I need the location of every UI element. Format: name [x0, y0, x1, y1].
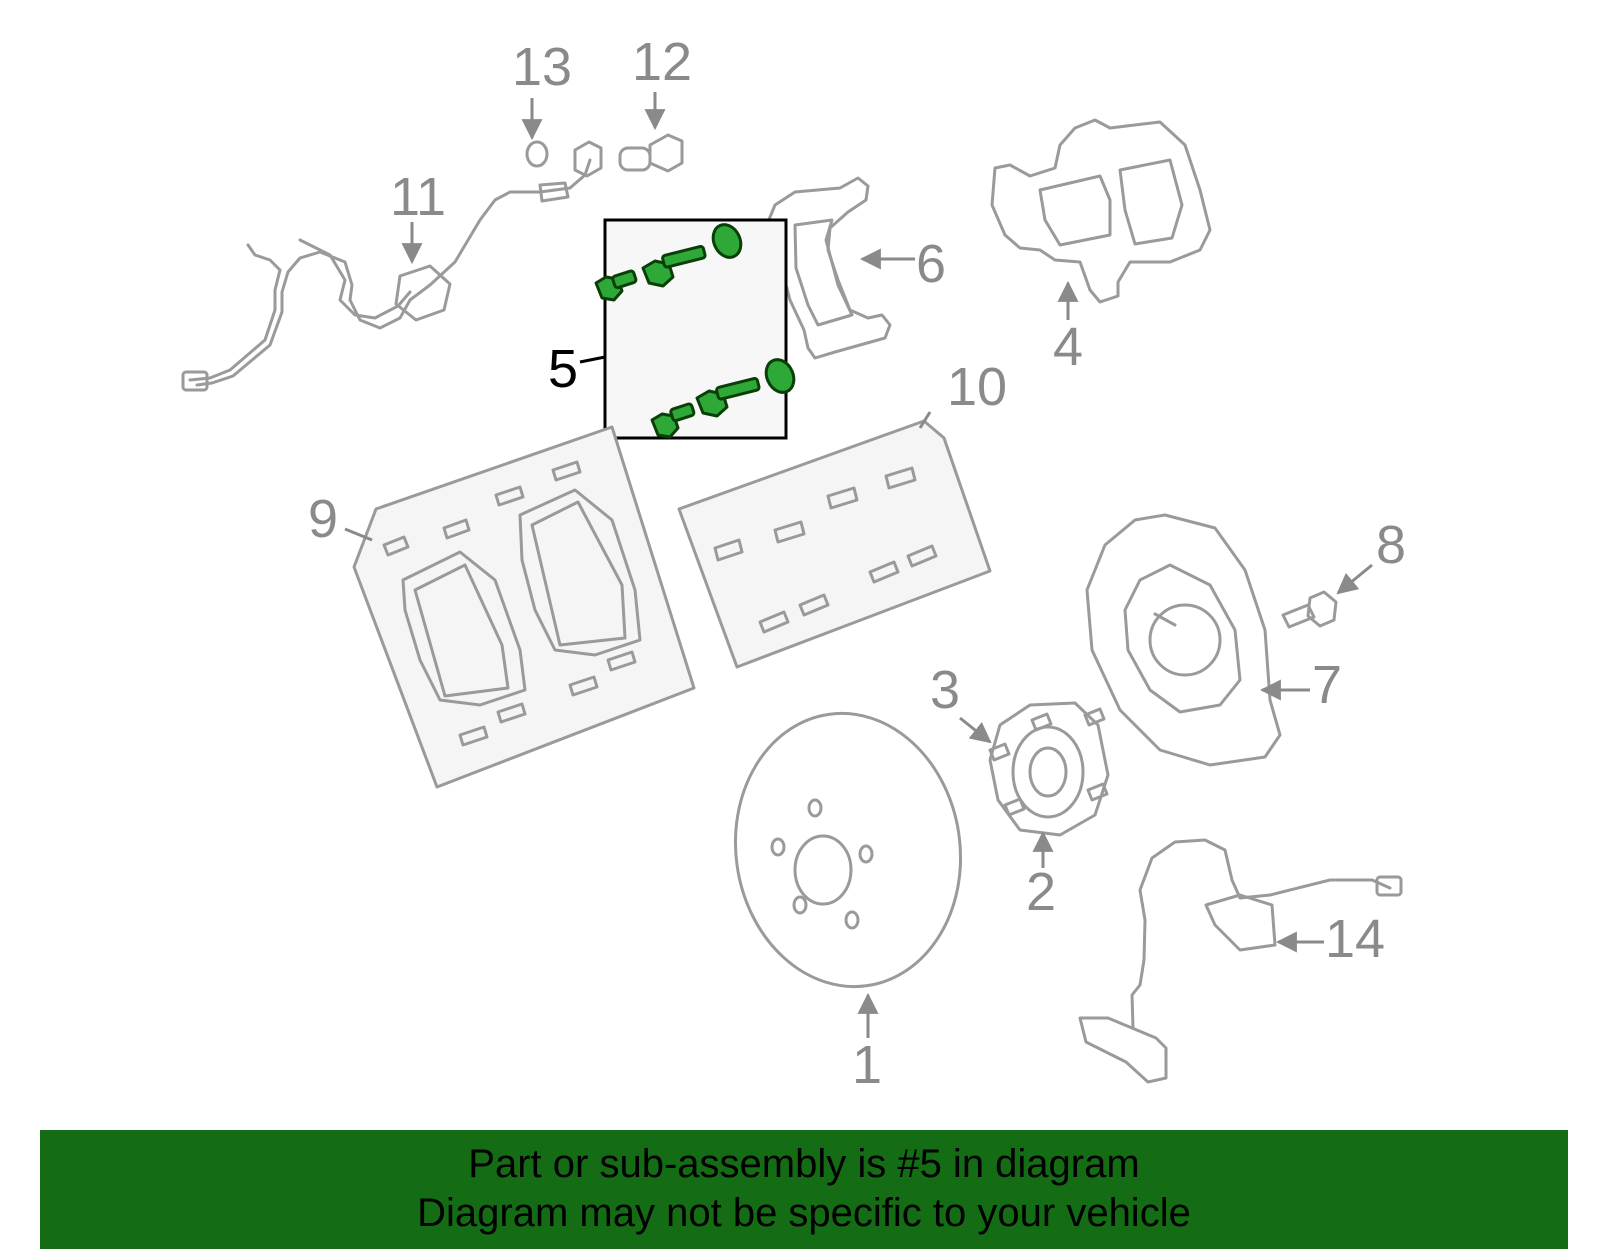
part-6-caliper-bracket[interactable]	[766, 176, 915, 360]
callout-14: 14	[1325, 909, 1385, 969]
part-12-banjo-bolt[interactable]	[618, 92, 684, 173]
part-13-washer[interactable]	[521, 98, 549, 168]
callout-9: 9	[308, 489, 338, 549]
callout-11: 11	[390, 167, 446, 227]
footer-line-part-number: Part or sub-assembly is #5 in diagram	[468, 1142, 1140, 1186]
kit-upper-bolt-short	[594, 269, 638, 302]
callout-1: 1	[852, 1035, 882, 1095]
part-4-caliper[interactable]	[990, 118, 1212, 320]
footer-line-disclaimer: Diagram may not be specific to your vehi…	[417, 1191, 1191, 1235]
part-11-brake-hose[interactable]	[181, 140, 603, 392]
part-14-speed-sensor[interactable]	[1078, 838, 1403, 1084]
callout-8: 8	[1376, 515, 1406, 575]
kit-lower-bolt-long	[695, 376, 761, 418]
callout-6: 6	[916, 234, 946, 294]
callout-7: 7	[1312, 655, 1342, 715]
part-2-hub-bearing[interactable]	[988, 701, 1110, 868]
footer-banner: Part or sub-assembly is #5 in diagram Di…	[40, 1130, 1568, 1249]
callout-3: 3	[930, 660, 960, 720]
callout-5: 5	[548, 339, 578, 399]
callout-2: 2	[1026, 862, 1056, 922]
callout-4: 4	[1053, 317, 1083, 377]
kit-lower-bushing	[764, 358, 796, 394]
callout-12: 12	[632, 32, 692, 92]
callout-10: 10	[947, 357, 1007, 417]
kit-upper-bolt-long	[641, 244, 707, 288]
part-10-clip-set[interactable]	[677, 411, 992, 669]
part-1-brake-rotor[interactable]	[718, 699, 978, 1038]
part-3-wheel-stud[interactable]	[959, 707, 1109, 817]
part-7-dust-shield[interactable]	[1085, 513, 1310, 767]
callout-13: 13	[512, 37, 572, 97]
kit-upper-bushing	[711, 223, 743, 259]
part-5-hardware-kit[interactable]	[579, 218, 799, 440]
kit-lower-bolt-short	[650, 402, 696, 439]
part-9-brake-pad-set[interactable]	[344, 425, 696, 789]
part-8-bolt[interactable]	[1281, 563, 1373, 629]
